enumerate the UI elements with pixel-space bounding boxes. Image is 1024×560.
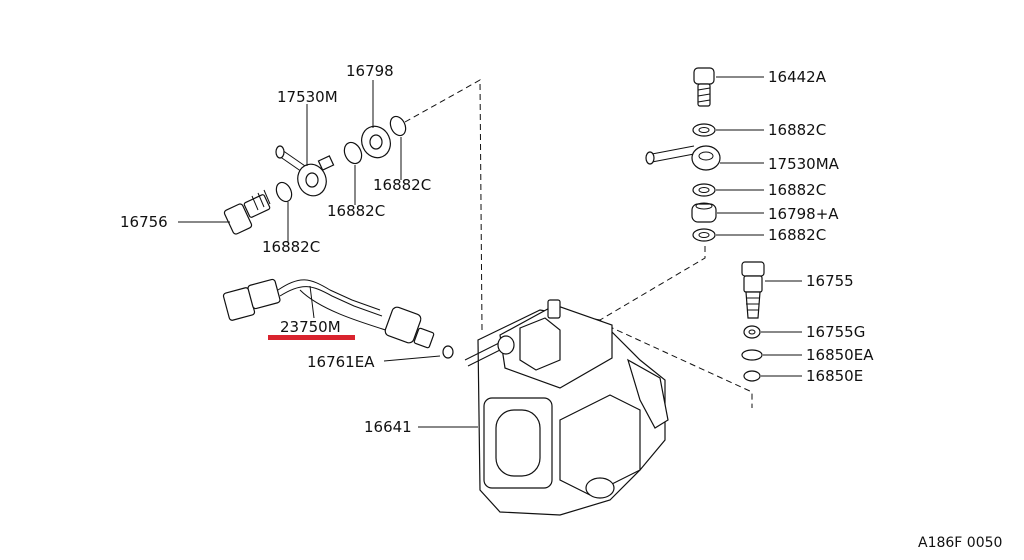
part-16850ea-oring [741,349,763,361]
part-16882c-washer-2 [343,141,363,165]
label-16755: 16755 [806,272,854,290]
part-17530ma-banjo [645,145,721,171]
assembly-guide-left [404,79,483,331]
label-17530m: 17530M [277,88,338,106]
part-16755g-nut [743,325,761,339]
label-16442a: 16442A [768,68,827,86]
label-16882c-f: 16882C [768,226,826,244]
label-17530ma: 17530MA [768,155,840,173]
part-16798-sleeve [361,125,391,159]
label-16798a: 16798+A [768,205,839,223]
label-16882c-d: 16882C [768,121,826,139]
label-16798: 16798 [346,62,394,80]
label-16756: 16756 [120,213,168,231]
part-16882c-washer-3 [389,115,407,137]
figure-code: A186F 0050 [918,535,1002,551]
label-16882c-b: 16882C [327,202,385,220]
label-16641: 16641 [364,418,412,436]
label-16882c-c: 16882C [373,176,431,194]
part-16442a-bolt [693,67,715,107]
label-16761ea: 16761EA [307,353,375,371]
assembly-guide-right-bottom [607,325,753,408]
part-16641-pump-body [464,299,669,516]
leader-lines [178,76,802,428]
label-16850ea: 16850EA [806,346,874,364]
part-23750m-sensor [222,278,454,359]
label-16882c-e: 16882C [768,181,826,199]
part-16850e-oring [743,370,761,382]
label-23750m: 23750M [280,318,341,336]
label-16882c-a: 16882C [262,238,320,256]
part-16882c-washer-6 [692,228,716,242]
part-16882c-washer-4 [692,123,716,137]
assembly-guide-right-top [599,246,706,321]
part-16798a-sleeve [691,202,717,223]
label-16850e: 16850E [806,367,863,385]
part-16882c-washer-5 [692,183,716,197]
part-16756-fitting [223,189,271,235]
label-16755g: 16755G [806,323,865,341]
highlight-underline [268,335,355,340]
part-16882c-washer-1 [275,181,293,203]
part-16755-valve [741,261,765,319]
